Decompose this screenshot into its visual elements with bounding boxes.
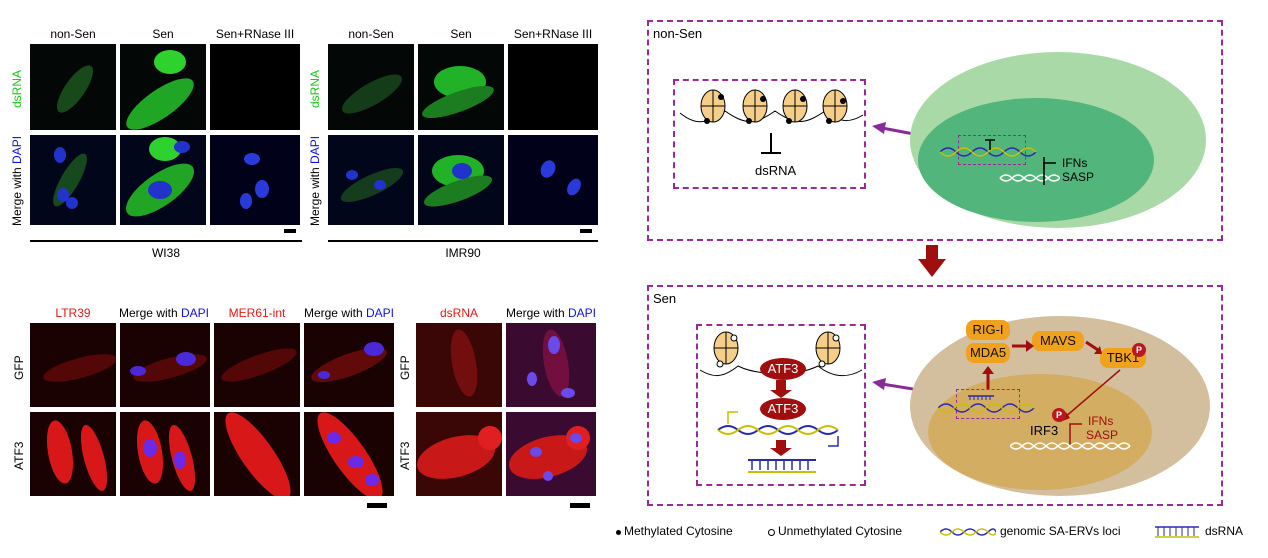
micrograph-merge2-atf3	[304, 412, 394, 496]
micrograph-merge1-atf3	[120, 412, 210, 496]
micrograph-sen-dsrna	[418, 44, 504, 130]
transition-arrow	[918, 245, 946, 277]
micrograph-nonsen-merge	[30, 135, 116, 225]
col-header-merge-2: Merge with DAPI	[303, 306, 395, 320]
legend-unmethylated: Unmethylated Cytosine	[778, 524, 903, 538]
cell-line-label: IMR90	[445, 246, 481, 260]
irf3-phospho-tag: P	[1052, 408, 1066, 422]
micrograph-nonsen-dsrna	[30, 44, 116, 130]
col-header-sen-rnase: Sen+RNase III	[215, 27, 295, 41]
scale-bar	[367, 503, 387, 508]
row-label-merge: Merge with DAPI	[308, 135, 322, 226]
atf3-node-2: ATF3	[760, 398, 806, 420]
sen-target-dna	[1010, 442, 1131, 450]
unmethylated-marker-icon	[768, 529, 775, 536]
row-label-gfp: GFP	[398, 355, 412, 380]
micrograph-mer61-gfp	[214, 323, 300, 407]
dsrna-ladder-icon	[1155, 526, 1199, 538]
col-header-mer61: MER61-int	[228, 306, 286, 320]
nonsen-dsrna-label: dsRNA	[755, 163, 797, 178]
sen-loci-box	[956, 389, 1020, 419]
micrograph-merge-gfp	[506, 323, 596, 407]
legend-loci: genomic SA-ERVs loci	[1000, 524, 1121, 538]
nonsen-repress-bracket	[1043, 157, 1056, 185]
schematic-sen-box	[647, 285, 1223, 506]
row-label-merge: Merge with DAPI	[10, 135, 24, 226]
cell-line-underline	[328, 240, 598, 242]
micrograph-merge-atf3	[506, 412, 596, 496]
micrograph-ltr39-atf3	[30, 412, 116, 496]
nonsen-chromatin-box: dsRNA	[673, 79, 866, 189]
scale-bar	[580, 229, 592, 233]
mavs-node: MAVS	[1032, 331, 1084, 351]
rigi-node: RIG-I	[966, 320, 1010, 340]
nonsen-cell-diagram	[910, 52, 1206, 228]
nonsen-sasp-label: SASP	[1062, 170, 1095, 184]
micrograph-ltr39-gfp	[30, 323, 116, 407]
tbk1-phospho-tag: P	[1132, 343, 1146, 357]
nucleosome-array-methylated	[679, 89, 864, 154]
irf3-label: IRF3	[1030, 423, 1059, 438]
sen-activate-bracket	[1069, 423, 1082, 446]
col-header-sen-rnase: Sen+RNase III	[513, 27, 593, 41]
row-label-gfp: GFP	[12, 355, 26, 380]
row-label-atf3: ATF3	[12, 441, 26, 470]
row-label-dsrna: dsRNA	[308, 69, 322, 108]
mda5-node: MDA5	[966, 343, 1010, 363]
col-header-nonsen: non-Sen	[348, 27, 394, 41]
cell-line-underline	[30, 240, 302, 242]
schematic-nonsen-title: non-Sen	[653, 26, 703, 41]
loci-dna-icon	[940, 528, 996, 536]
micrograph-nonsen-dsrna	[328, 44, 414, 130]
methylated-marker-icon	[616, 530, 621, 535]
schematic-sen-title: Sen	[653, 291, 677, 306]
sen-loci-dna	[938, 395, 1035, 413]
micrograph-sen-merge	[418, 135, 504, 225]
micrograph-senrnase-dsrna	[508, 44, 598, 130]
scale-bar	[570, 503, 590, 508]
scale-bar	[284, 229, 296, 233]
micrograph-sen-dsrna	[120, 44, 206, 130]
col-header-sen: Sen	[152, 27, 174, 41]
micrograph-senrnase-merge	[210, 135, 300, 225]
row-label-atf3: ATF3	[398, 441, 412, 470]
sen-ifns-label: IFNs	[1088, 414, 1114, 428]
micrograph-sen-merge	[120, 135, 206, 225]
col-header-merge: Merge with DAPI	[505, 306, 597, 320]
col-header-merge-1: Merge with DAPI	[118, 306, 210, 320]
row-label-dsrna: dsRNA	[10, 69, 24, 108]
nonsen-loci-dna	[940, 139, 1060, 182]
micrograph-merge2-gfp	[304, 323, 394, 407]
col-header-nonsen: non-Sen	[50, 27, 96, 41]
micrograph-merge1-gfp	[120, 323, 210, 407]
col-header-sen: Sen	[450, 27, 472, 41]
legend-methylated: Methylated Cytosine	[624, 524, 733, 538]
col-header-dsrna: dsRNA	[439, 306, 478, 320]
sen-chromatin-box: ATF3 ATF3	[696, 324, 866, 486]
sen-chromatin-diagram	[699, 331, 863, 473]
cell-line-label: WI38	[151, 246, 180, 260]
micrograph-dsrna-atf3	[416, 412, 502, 496]
atf3-node-1: ATF3	[760, 358, 806, 380]
micrograph-senrnase-dsrna	[210, 44, 300, 130]
micrograph-senrnase-merge	[508, 135, 598, 225]
schematic-nonsen-box	[647, 20, 1223, 241]
micrograph-nonsen-merge	[328, 135, 414, 225]
nonsen-ifns-label: IFNs	[1062, 156, 1088, 170]
col-header-ltr39: LTR39	[55, 306, 91, 320]
micrograph-mer61-atf3	[214, 412, 300, 496]
sen-sasp-label: SASP	[1086, 428, 1119, 442]
micrograph-dsrna-gfp	[416, 323, 502, 407]
legend-dsrna: dsRNA	[1205, 524, 1244, 538]
